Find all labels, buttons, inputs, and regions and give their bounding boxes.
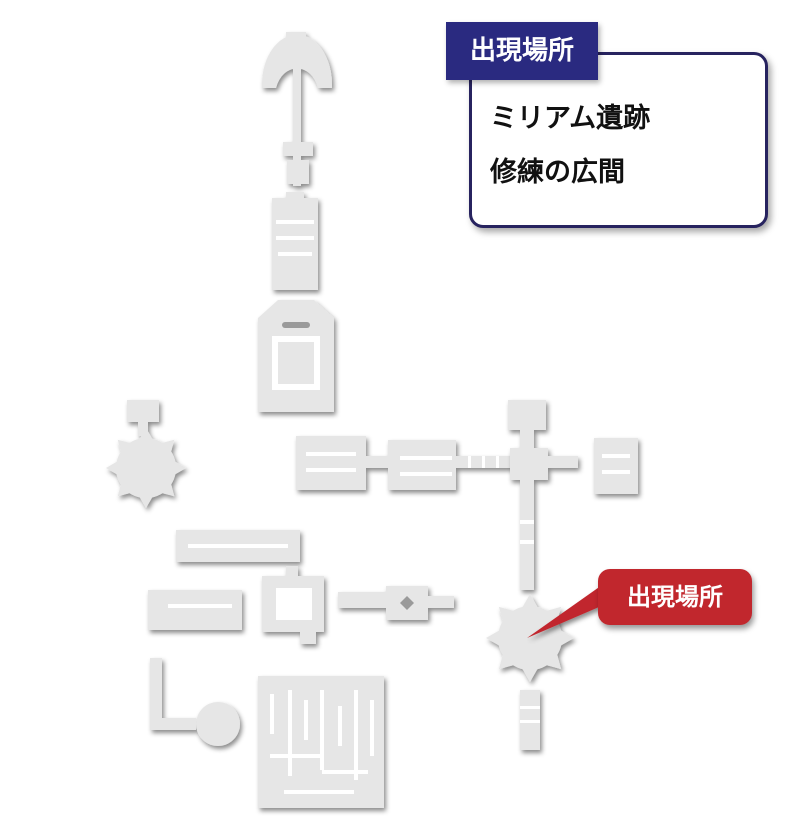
map-room-west-star xyxy=(106,400,186,508)
map-room-anchor xyxy=(262,32,332,186)
map-room-north-chamber xyxy=(258,300,334,412)
legend-box xyxy=(469,52,768,228)
map-room-north-hall xyxy=(272,192,318,290)
map-room-south-labyrinth xyxy=(258,676,384,808)
legend-title: 出現場所 xyxy=(446,22,598,80)
legend-location-item: 修練の広間 xyxy=(490,157,625,188)
map-corridor-east xyxy=(508,400,638,590)
callout-pointer xyxy=(527,578,612,638)
map-corridor-south-west xyxy=(150,658,240,746)
legend-location-item: ミリアム遺跡 xyxy=(490,103,651,134)
map-corridor-center xyxy=(296,436,512,490)
spawn-location-callout: 出現場所 xyxy=(598,569,752,625)
map-room-diamond-corridor xyxy=(338,586,454,620)
map-room-west-block xyxy=(148,530,324,644)
map-room-spawn-star xyxy=(486,594,574,750)
legend-location-list: ミリアム遺跡 修練の広間 xyxy=(490,96,650,204)
